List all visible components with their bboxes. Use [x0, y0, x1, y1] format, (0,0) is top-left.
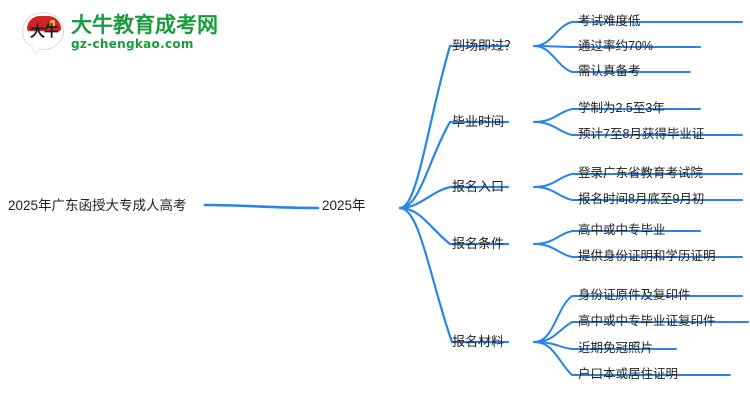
mindmap-branch-registration-materials[interactable]: 报名材料	[452, 334, 505, 349]
connector-branch-5-leaf-4	[533, 341, 731, 376]
mindmap-branch-exam-difficulty[interactable]: 到场即过？	[452, 38, 518, 53]
connector-root-to-level1	[203, 203, 320, 210]
connector-branch-4-leaf-2	[533, 243, 743, 258]
mindmap-leaf-registration-materials-3[interactable]: 近期免冠照片	[578, 341, 654, 355]
connector-branch-3-leaf-2	[533, 186, 743, 201]
brand-logo-icon: 大牛	[22, 12, 64, 54]
mindmap-root-node[interactable]: 2025年广东函授大专成人高考	[8, 198, 187, 213]
mindmap-leaf-exam-difficulty-1[interactable]: 考试难度低	[578, 14, 641, 28]
mindmap-leaf-registration-materials-4[interactable]: 户口本或居住证明	[578, 367, 679, 381]
connector-branch-1-leaf-3	[533, 45, 691, 73]
mindmap-branch-registration-entry[interactable]: 报名入口	[452, 179, 505, 194]
brand-url: gz-chengkao.com	[71, 37, 194, 51]
mindmap-level1-node[interactable]: 2025年	[322, 198, 366, 213]
mindmap-leaf-registration-conditions-2[interactable]: 提供身份证明和学历证明	[578, 249, 716, 263]
site-watermark: 大牛 大牛教育成考网 gz-chengkao.com	[22, 10, 232, 56]
connector-level1-to-branch-1	[398, 44, 510, 210]
logo-glyph-text: 大牛	[29, 22, 59, 40]
mindmap-leaf-registration-conditions-1[interactable]: 高中或中专毕业	[578, 223, 666, 237]
mindmap-leaf-registration-entry-2[interactable]: 报名时间8月底至9月初	[578, 192, 705, 206]
mindmap-leaf-graduation-time-1[interactable]: 学制为2.5至3年	[578, 101, 665, 115]
brand-title: 大牛教育成考网	[71, 13, 218, 37]
mindmap-leaf-exam-difficulty-2[interactable]: 通过率约70%	[578, 39, 654, 53]
mindmap-branch-graduation-time[interactable]: 毕业时间	[452, 114, 505, 129]
mindmap-leaf-graduation-time-2[interactable]: 预计7至8月获得毕业证	[578, 127, 705, 141]
mindmap-leaf-registration-entry-1[interactable]: 登录广东省教育考试院	[578, 166, 704, 180]
connector-level1-to-branch-4	[398, 206, 510, 246]
mindmap-leaf-exam-difficulty-3[interactable]: 需认真备考	[578, 64, 641, 78]
connector-branch-2-leaf-2	[533, 121, 743, 136]
mindmap-leaf-registration-materials-1[interactable]: 身份证原件及复印件	[578, 288, 691, 302]
mindmap-leaf-registration-materials-2[interactable]: 高中或中专毕业证复印件	[578, 314, 716, 328]
connector-level1-to-branch-3	[398, 185, 510, 210]
mindmap-branch-registration-conditions[interactable]: 报名条件	[452, 236, 505, 251]
connector-level1-to-branch-5	[398, 206, 510, 344]
connector-level1-to-branch-2	[398, 120, 510, 210]
